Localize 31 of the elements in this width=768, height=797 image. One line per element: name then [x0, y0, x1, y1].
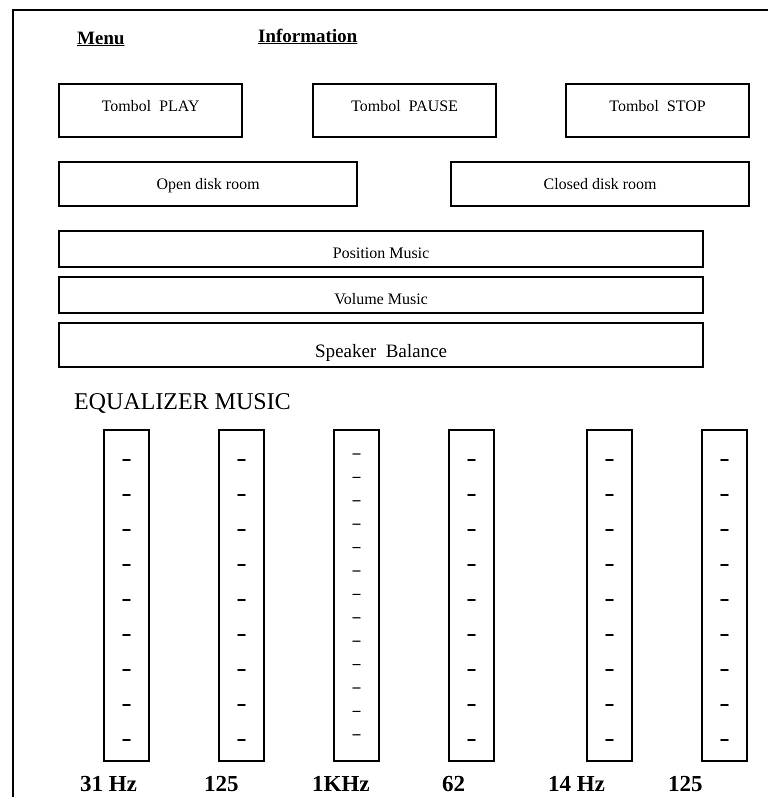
- frequency-label: 125: [204, 770, 238, 797]
- frequency-label: 125: [668, 770, 702, 797]
- button-label: Open disk room: [156, 175, 260, 195]
- control-button: [312, 83, 497, 138]
- equalizer-slider: [448, 429, 495, 762]
- section-heading: EQUALIZER MUSIC: [74, 388, 291, 417]
- button-label: Volume Music: [334, 290, 428, 310]
- equalizer-slider: [333, 429, 380, 762]
- control-button: [58, 161, 358, 207]
- button-label: Speaker Balance: [315, 340, 447, 364]
- menu-link: Menu: [77, 27, 124, 51]
- equalizer-slider: [103, 429, 150, 762]
- slider-bar: [58, 322, 704, 368]
- button-label: Tombol PAUSE: [351, 97, 458, 117]
- frequency-label: 62: [442, 770, 465, 797]
- control-button: [565, 83, 750, 138]
- equalizer-slider: [586, 429, 633, 762]
- slider-bar: [58, 276, 704, 314]
- frequency-label: 14 Hz: [548, 770, 605, 797]
- frequency-label: 31 Hz: [80, 770, 137, 797]
- equalizer-slider: [218, 429, 265, 762]
- button-label: Tombol STOP: [609, 97, 706, 117]
- control-button: [450, 161, 750, 207]
- slider-bar: [58, 230, 704, 268]
- button-label: Closed disk room: [544, 175, 656, 195]
- button-label: Position Music: [332, 244, 430, 264]
- menu-link: Information: [258, 25, 358, 49]
- button-label: Tombol PLAY: [102, 97, 200, 117]
- control-button: [58, 83, 243, 138]
- equalizer-slider: [701, 429, 748, 762]
- frequency-label: 1KHz: [312, 770, 370, 797]
